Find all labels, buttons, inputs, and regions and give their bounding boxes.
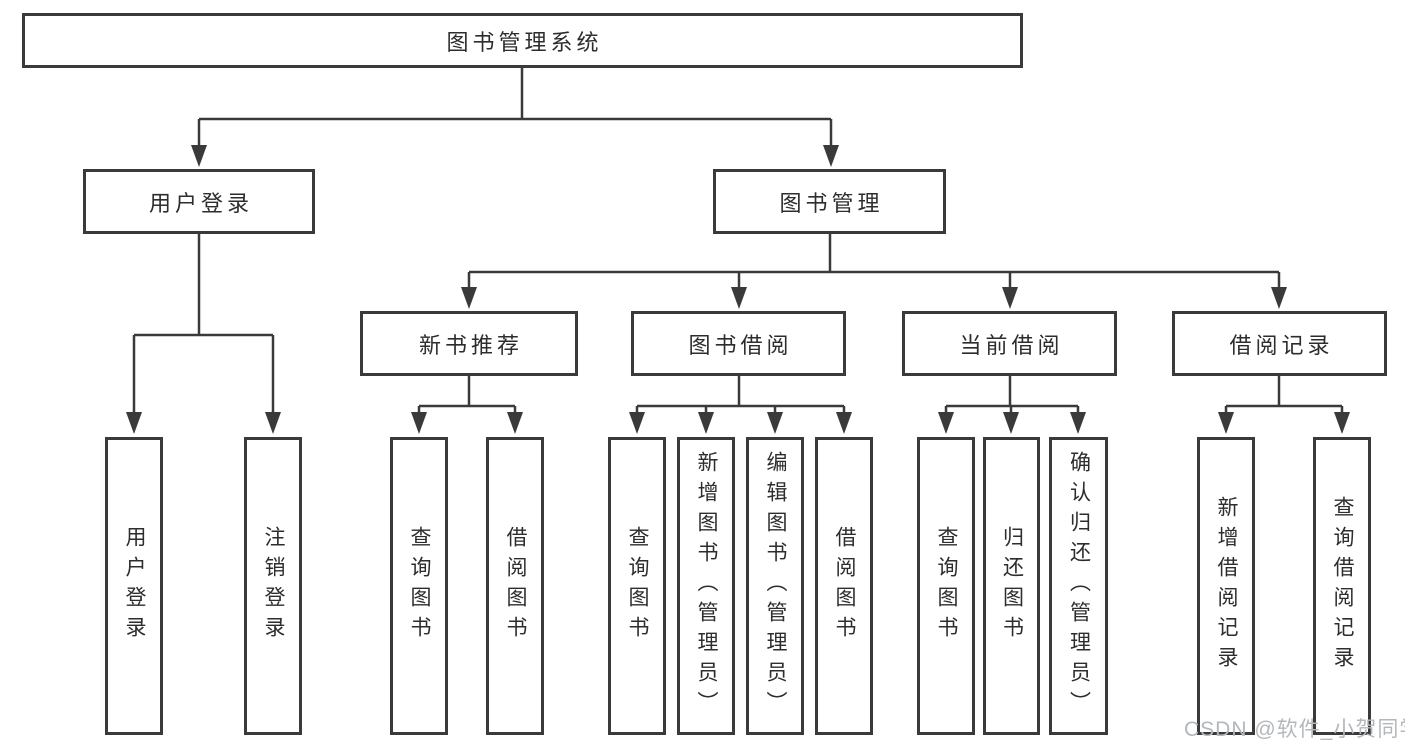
- node-book-borrowing: 图书借阅: [631, 311, 846, 376]
- node-label: 图书管理系统: [446, 29, 603, 55]
- node-label: 图书管理: [779, 190, 884, 216]
- node-leaf-confirm-return-admin: 确认归还（管理员）: [1049, 437, 1108, 735]
- node-label: 新书推荐: [418, 332, 523, 358]
- node-leaf-query-books-1: 查询图书: [390, 437, 448, 735]
- node-leaf-query-books-3: 查询图书: [917, 437, 975, 735]
- node-label: 图书借阅: [688, 332, 793, 358]
- node-leaf-borrow-books-2: 借阅图书: [815, 437, 873, 735]
- node-leaf-add-book-admin: 新增图书（管理员）: [677, 437, 735, 735]
- node-user-login-branch: 用户登录: [83, 169, 315, 234]
- node-leaf-return-book: 归还图书: [983, 437, 1040, 735]
- node-label: 查询借阅记录: [1331, 496, 1354, 676]
- node-current-borrowing: 当前借阅: [902, 311, 1117, 376]
- node-new-book-recommendation: 新书推荐: [360, 311, 578, 376]
- node-leaf-logout: 注销登录: [244, 437, 302, 735]
- watermark: CSDN @软件_小贺同学: [1184, 718, 1405, 741]
- node-label: 注销登录: [262, 526, 285, 646]
- node-label: 借阅记录: [1229, 332, 1334, 358]
- node-leaf-user-login: 用户登录: [105, 437, 163, 735]
- node-label: 用户登录: [123, 526, 146, 646]
- node-book-management-branch: 图书管理: [713, 169, 946, 234]
- node-label: 归还图书: [1000, 526, 1024, 646]
- node-leaf-query-books-2: 查询图书: [608, 437, 666, 735]
- arrowheads: [126, 145, 1350, 434]
- node-label: 编辑图书（管理员）: [764, 451, 787, 721]
- node-label: 查询图书: [626, 526, 649, 646]
- node-borrowing-records: 借阅记录: [1172, 311, 1387, 376]
- node-label: 用户登录: [148, 190, 253, 216]
- node-label: 当前借阅: [959, 332, 1064, 358]
- node-label: 确认归还（管理员）: [1067, 451, 1091, 721]
- node-label: 查询图书: [408, 526, 431, 646]
- node-leaf-borrow-books-1: 借阅图书: [486, 437, 544, 735]
- node-leaf-query-borrow-record: 查询借阅记录: [1313, 437, 1371, 735]
- node-label: 查询图书: [935, 526, 958, 646]
- node-leaf-edit-book-admin: 编辑图书（管理员）: [746, 437, 804, 735]
- node-label: 借阅图书: [504, 526, 527, 646]
- node-library-management-system: 图书管理系统: [22, 13, 1023, 68]
- node-label: 新增借阅记录: [1215, 496, 1238, 676]
- node-label: 新增图书（管理员）: [695, 451, 718, 721]
- node-label: 借阅图书: [833, 526, 856, 646]
- node-leaf-add-borrow-record: 新增借阅记录: [1197, 437, 1255, 735]
